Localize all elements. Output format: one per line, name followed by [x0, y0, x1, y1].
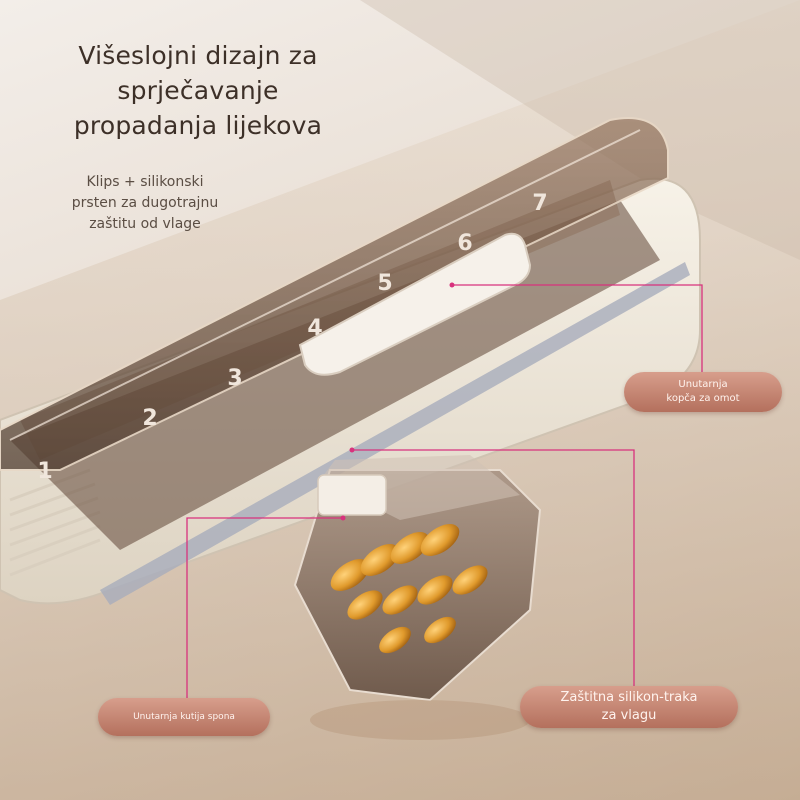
small-box-clip — [317, 474, 387, 516]
callout-silicone-strip-line-2: za vlagu — [601, 708, 657, 723]
callout-dots — [340, 282, 455, 521]
callout-silicone-strip: Zaštitna silikon-traka za vlagu — [520, 686, 738, 728]
headline-line-3: propadanja lijekova — [73, 111, 323, 140]
subheadline-line-1: Klips + silikonski — [86, 174, 204, 190]
softgel-capsules — [330, 524, 488, 654]
callout-line-silicone-strip — [352, 449, 635, 686]
callout-line-inner-clip — [452, 284, 703, 372]
callout-inner-box: Unutarnja kutija spona — [98, 698, 270, 736]
subheadline-line-3: zaštitu od vlage — [89, 216, 201, 232]
compartment-number-6: 6 — [457, 231, 472, 256]
callout-line-inner-box — [186, 517, 343, 698]
compartment-number-7: 7 — [532, 191, 547, 216]
subheadline: Klips + silikonski prsten za dugotrajnu … — [30, 172, 260, 235]
callout-inner-clip-line-1: Unutarnja — [678, 379, 728, 390]
compartment-number-2: 2 — [142, 406, 157, 431]
small-pill-box — [293, 455, 542, 740]
callout-silicone-strip-line-1: Zaštitna silikon-traka — [560, 690, 698, 705]
headline-line-2: sprječavanje — [117, 76, 279, 105]
amber-lid — [0, 117, 669, 471]
headline-line-1: Višeslojni dizajn za — [78, 41, 318, 70]
case-base-strip — [100, 262, 690, 605]
compartment-number-3: 3 — [227, 366, 242, 391]
compartment-number-5: 5 — [377, 271, 392, 296]
compartment-number-1: 1 — [37, 459, 52, 484]
inner-clip — [298, 232, 532, 376]
callout-inner-clip-line-2: kopča za omot — [666, 393, 740, 404]
headline: Višeslojni dizajn za sprječavanje propad… — [38, 38, 358, 143]
callout-inner-clip: Unutarnja kopča za omot — [624, 372, 782, 412]
callout-lines — [186, 284, 703, 698]
callout-inner-box-text: Unutarnja kutija spona — [133, 712, 235, 722]
subheadline-line-2: prsten za dugotrajnu — [71, 195, 219, 211]
